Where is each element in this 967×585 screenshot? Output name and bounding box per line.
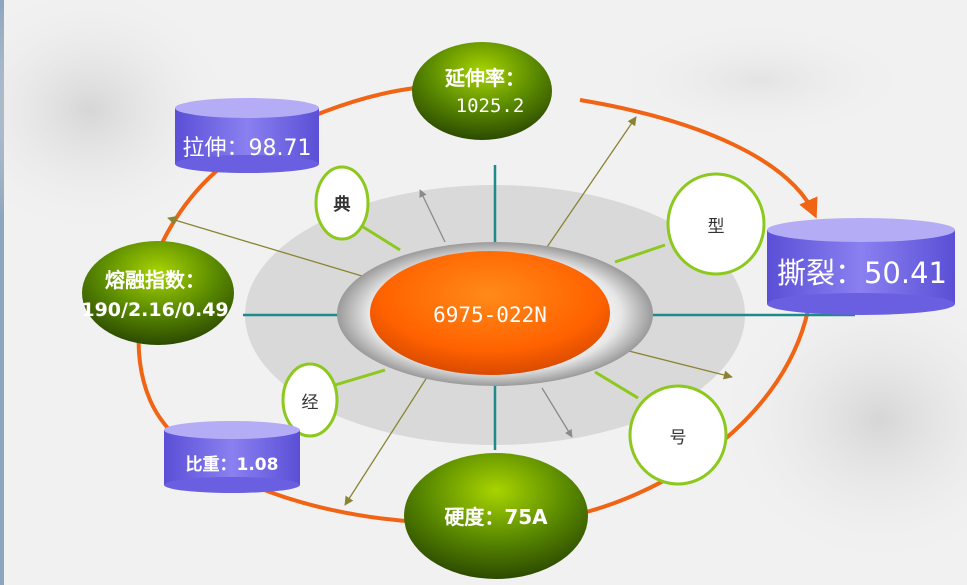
center-label: 6975-022N <box>433 303 547 327</box>
left-edge-strip <box>0 0 4 585</box>
tag-dian-label: 典 <box>334 194 351 215</box>
tag-xing[interactable]: 型 <box>666 172 766 276</box>
tag-connectors <box>334 223 666 400</box>
hardness-label: 硬度：75A <box>444 505 548 529</box>
density-label: 比重：1.08 <box>186 454 279 475</box>
tag-hao-label: 号 <box>670 428 687 448</box>
tag-jing-label: 经 <box>302 393 319 413</box>
melt-index-label: 熔融指数： <box>105 268 205 292</box>
tensile-label: 拉伸：98.71 <box>183 136 312 161</box>
elongation-label: 延伸率： <box>444 66 525 90</box>
tear-cylinder[interactable]: 撕裂：50.41 <box>767 218 955 315</box>
tag-xing-label: 型 <box>708 217 725 237</box>
tensile-cylinder[interactable]: 拉伸：98.71 <box>175 98 319 173</box>
elongation-node[interactable]: 延伸率： 1025.2 <box>412 42 552 140</box>
density-cylinder[interactable]: 比重：1.08 <box>164 421 300 493</box>
melt-index-node[interactable]: 熔融指数： 190/2.16/0.49 <box>81 241 234 345</box>
orbit-ring <box>579 98 818 219</box>
tag-jing[interactable]: 经 <box>281 362 339 438</box>
background-wash <box>0 0 967 570</box>
spokes <box>243 165 855 450</box>
arrows <box>167 116 733 506</box>
tag-hao[interactable]: 号 <box>628 384 728 486</box>
hardness-node[interactable]: 硬度：75A <box>404 453 588 579</box>
tag-dian[interactable]: 典 <box>314 165 370 241</box>
elongation-value: 1025.2 <box>456 95 525 117</box>
tear-label: 撕裂：50.41 <box>777 256 947 290</box>
melt-index-value: 190/2.16/0.49 <box>81 299 228 321</box>
center-node[interactable]: 6975-022N <box>370 251 610 375</box>
